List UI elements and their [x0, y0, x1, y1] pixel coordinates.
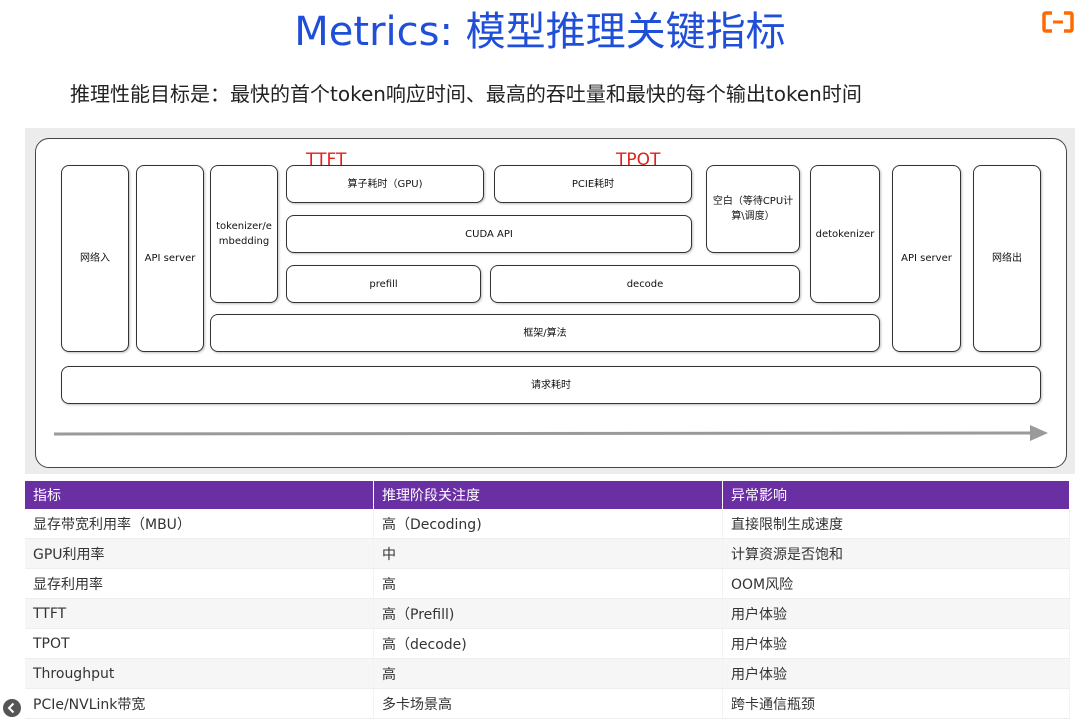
idle-box: 空白（等待CPU计算\调度） [706, 165, 800, 253]
network-out-box: 网络出 [973, 165, 1041, 352]
cell-stage: 高 [373, 568, 723, 599]
pcie-time-box: PCIE耗时 [494, 165, 692, 203]
header-stage-attention: 推理阶段关注度 [373, 481, 723, 509]
cell-metric: TPOT [25, 628, 374, 659]
operator-time-box: 算子耗时（GPU) [286, 165, 484, 203]
cuda-api-box: CUDA API [286, 215, 692, 253]
cell-stage: 高 [373, 658, 723, 689]
cell-metric: 显存利用率 [25, 568, 374, 599]
slide-subtitle: 推理性能目标是：最快的首个token响应时间、最高的吞吐量和最快的每个输出tok… [70, 82, 862, 106]
cell-stage: 高（Decoding) [373, 509, 723, 539]
cell-impact: 用户体验 [722, 628, 1070, 659]
table-row: GPU利用率 中 计算资源是否饱和 [25, 538, 1070, 569]
cell-stage: 多卡场景高 [373, 688, 723, 719]
cell-stage: 高（decode) [373, 628, 723, 659]
cell-impact: OOM风险 [722, 568, 1070, 599]
table-row: Throughput 高 用户体验 [25, 658, 1070, 689]
cell-impact: 直接限制生成速度 [722, 509, 1070, 539]
cell-impact: 计算资源是否饱和 [722, 538, 1070, 569]
header-impact: 异常影响 [722, 481, 1070, 509]
cell-metric: 显存带宽利用率（MBU） [25, 509, 374, 539]
prefill-box: prefill [286, 265, 481, 303]
api-server-right-box: API server [892, 165, 961, 352]
timeline-arrow [53, 425, 1048, 441]
table-row: PCIe/NVLink带宽 多卡场景高 跨卡通信瓶颈 [25, 688, 1070, 719]
tokenizer-box: tokenizer/e mbedding [210, 165, 278, 303]
cell-impact: 跨卡通信瓶颈 [722, 688, 1070, 719]
cell-metric: TTFT [25, 598, 374, 629]
chevron-left-circle-icon[interactable] [2, 698, 22, 718]
slide-title: Metrics: 模型推理关键指标 [294, 9, 786, 55]
cell-stage: 高（Prefill) [373, 598, 723, 629]
cell-stage: 中 [373, 538, 723, 569]
cell-impact: 用户体验 [722, 658, 1070, 689]
cell-metric: PCIe/NVLink带宽 [25, 688, 374, 719]
api-server-left-box: API server [136, 165, 204, 352]
metrics-table: 指标 推理阶段关注度 异常影响 显存带宽利用率（MBU） 高（Decoding)… [25, 481, 1070, 719]
table-row: TPOT 高（decode) 用户体验 [25, 628, 1070, 659]
network-in-box: 网络入 [61, 165, 129, 352]
cell-metric: Throughput [25, 658, 374, 689]
cell-impact: 用户体验 [722, 598, 1070, 629]
table-header-row: 指标 推理阶段关注度 异常影响 [25, 481, 1070, 509]
cell-metric: GPU利用率 [25, 538, 374, 569]
detokenizer-box: detokenizer [810, 165, 880, 303]
table-row: 显存带宽利用率（MBU） 高（Decoding) 直接限制生成速度 [25, 509, 1070, 539]
request-time-box: 请求耗时 [61, 366, 1041, 404]
framework-box: 框架/算法 [210, 314, 880, 352]
aliyun-logo-icon [1042, 11, 1074, 33]
table-row: TTFT 高（Prefill) 用户体验 [25, 598, 1070, 629]
table-row: 显存利用率 高 OOM风险 [25, 568, 1070, 599]
decode-box: decode [490, 265, 800, 303]
header-metric: 指标 [25, 481, 374, 509]
